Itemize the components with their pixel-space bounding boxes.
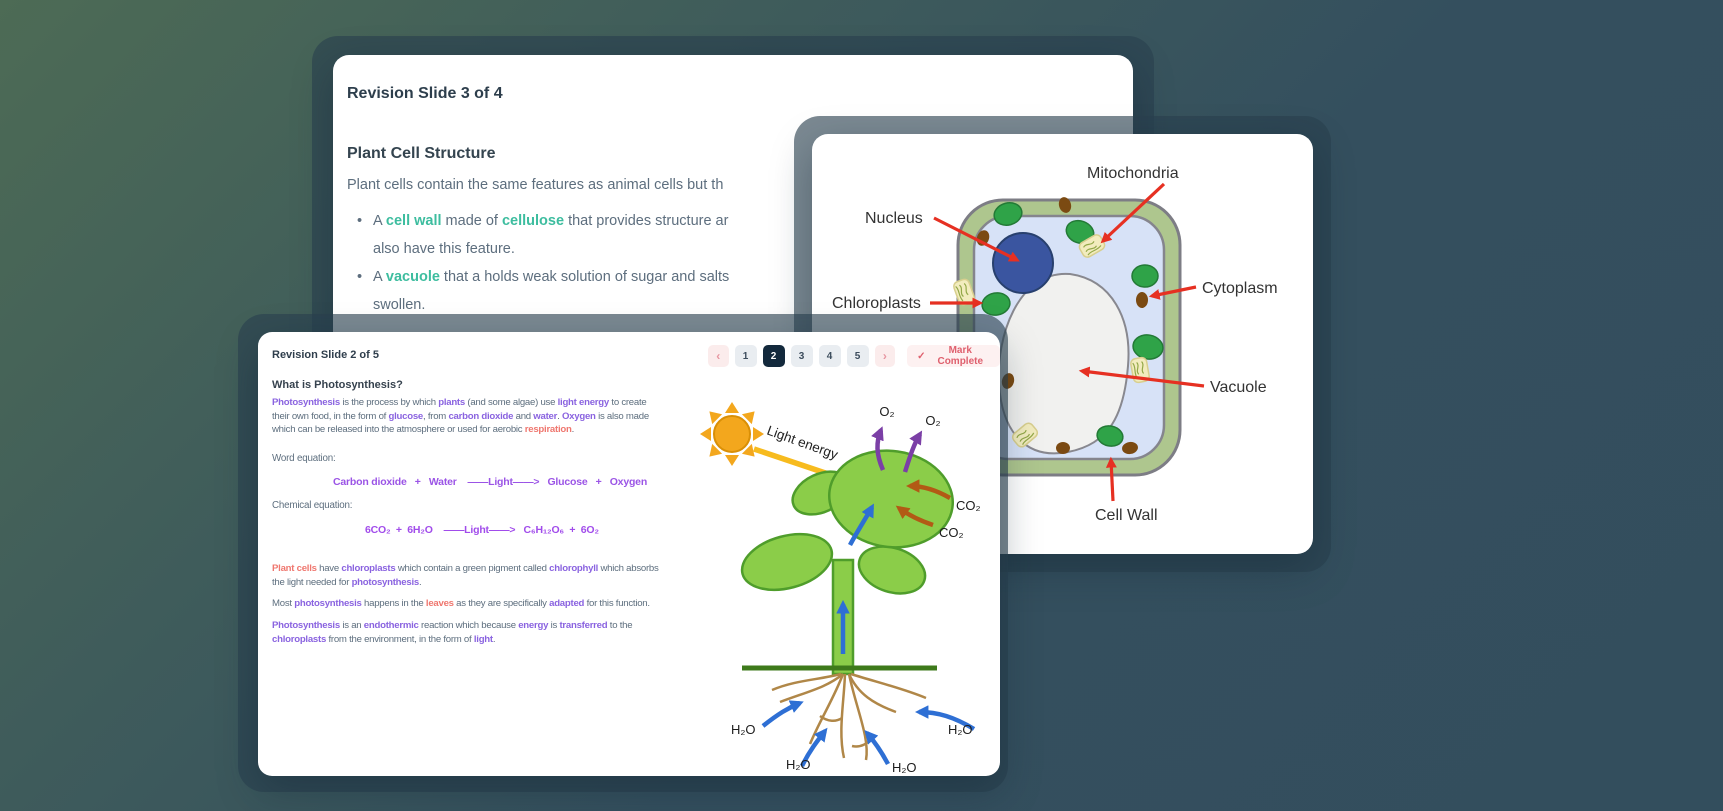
vacuole-label: Vacuole xyxy=(1210,379,1267,396)
page-button-4[interactable]: 4 xyxy=(818,345,841,367)
nucleus-label: Nucleus xyxy=(865,210,923,227)
page-button-1[interactable]: 1 xyxy=(734,345,757,367)
bullet-line: A cell wall made of cellulose that provi… xyxy=(373,213,729,229)
bullet-line: also have this feature. xyxy=(373,241,515,257)
photosynthesis-diagram: Light energy xyxy=(700,402,981,774)
word-equation: Carbon dioxide + Water ——Light——> Glucos… xyxy=(333,476,648,488)
o2-label: O₂ xyxy=(925,413,940,428)
plant-cell-diagram: Mitochondria Nucleus Chloroplasts Cytopl… xyxy=(832,165,1278,524)
page-button-5[interactable]: 5 xyxy=(846,345,869,367)
label-pointer-arrows xyxy=(930,182,1205,502)
cytoplasm-label: Cytoplasm xyxy=(1202,280,1278,297)
slide3-intro: Plant cells contain the same features as… xyxy=(347,177,724,193)
mitochondria-shapes xyxy=(953,234,1150,448)
bullet-dot: • xyxy=(357,213,363,229)
slide2-heading: What is Photosynthesis? xyxy=(272,379,403,391)
bullet-dot: • xyxy=(357,269,363,285)
water-arrows xyxy=(761,503,976,768)
slide3-bullet-list: • A cell wall made of cellulose that pro… xyxy=(357,207,1087,319)
mark-complete-button[interactable]: ✓ Mark Complete xyxy=(907,345,1000,367)
chloroplast-paragraph: Plant cells have chloroplasts which cont… xyxy=(272,563,659,588)
bullet-item: • A vacuole that a holds weak solution o… xyxy=(357,263,1087,319)
cell-wall-label: Cell Wall xyxy=(1095,507,1158,524)
word-equation-label: Word equation: xyxy=(272,453,336,464)
sun-icon xyxy=(700,402,764,466)
leaves-paragraph: Most photosynthesis happens in the leave… xyxy=(272,598,650,609)
bullet-line: swollen. xyxy=(373,297,426,313)
chloroplasts-label: Chloroplasts xyxy=(832,295,921,312)
slide2-title: Revision Slide 2 of 5 xyxy=(272,349,379,361)
co2-arrows xyxy=(895,479,952,528)
leaf xyxy=(857,545,927,595)
o2-label: O₂ xyxy=(879,404,894,419)
h2o-label: H₂O xyxy=(786,757,811,772)
chemical-equation: 6CO₂ + 6H₂O ——Light——> C₆H₁₂O₆ + 6O₂ xyxy=(365,524,599,536)
co2-label: CO₂ xyxy=(956,498,981,513)
h2o-label: H₂O xyxy=(892,760,917,774)
oxygen-arrows xyxy=(871,426,923,473)
prev-button[interactable]: ‹ xyxy=(708,345,729,367)
h2o-label: H₂O xyxy=(948,722,973,737)
slide3-heading: Plant Cell Structure xyxy=(347,145,496,162)
page-button-3[interactable]: 3 xyxy=(790,345,813,367)
mitochondria-label: Mitochondria xyxy=(1087,165,1179,182)
page-button-2[interactable]: 2 xyxy=(762,345,785,367)
plant xyxy=(740,449,955,676)
h2o-label: H₂O xyxy=(731,722,756,737)
nucleus-shape xyxy=(992,232,1054,294)
co2-label: CO₂ xyxy=(939,525,964,540)
bullet-item: • A cell wall made of cellulose that pro… xyxy=(357,207,1087,263)
leaf-transport-arrow xyxy=(848,503,874,547)
bullet-line: A vacuole that a holds weak solution of … xyxy=(373,269,730,285)
photosynthesis-paragraph: Photosynthesis is the process by which p… xyxy=(272,397,649,435)
slide3-title: Revision Slide 3 of 4 xyxy=(347,85,503,102)
chemical-equation-label: Chemical equation: xyxy=(272,500,353,511)
mark-complete-label: Mark Complete xyxy=(937,345,984,367)
check-icon: ✓ xyxy=(917,350,926,362)
roots xyxy=(771,672,927,761)
next-button[interactable]: › xyxy=(874,345,896,367)
endothermic-paragraph: Photosynthesis is an endothermic reactio… xyxy=(272,620,633,645)
leaf xyxy=(740,532,834,592)
